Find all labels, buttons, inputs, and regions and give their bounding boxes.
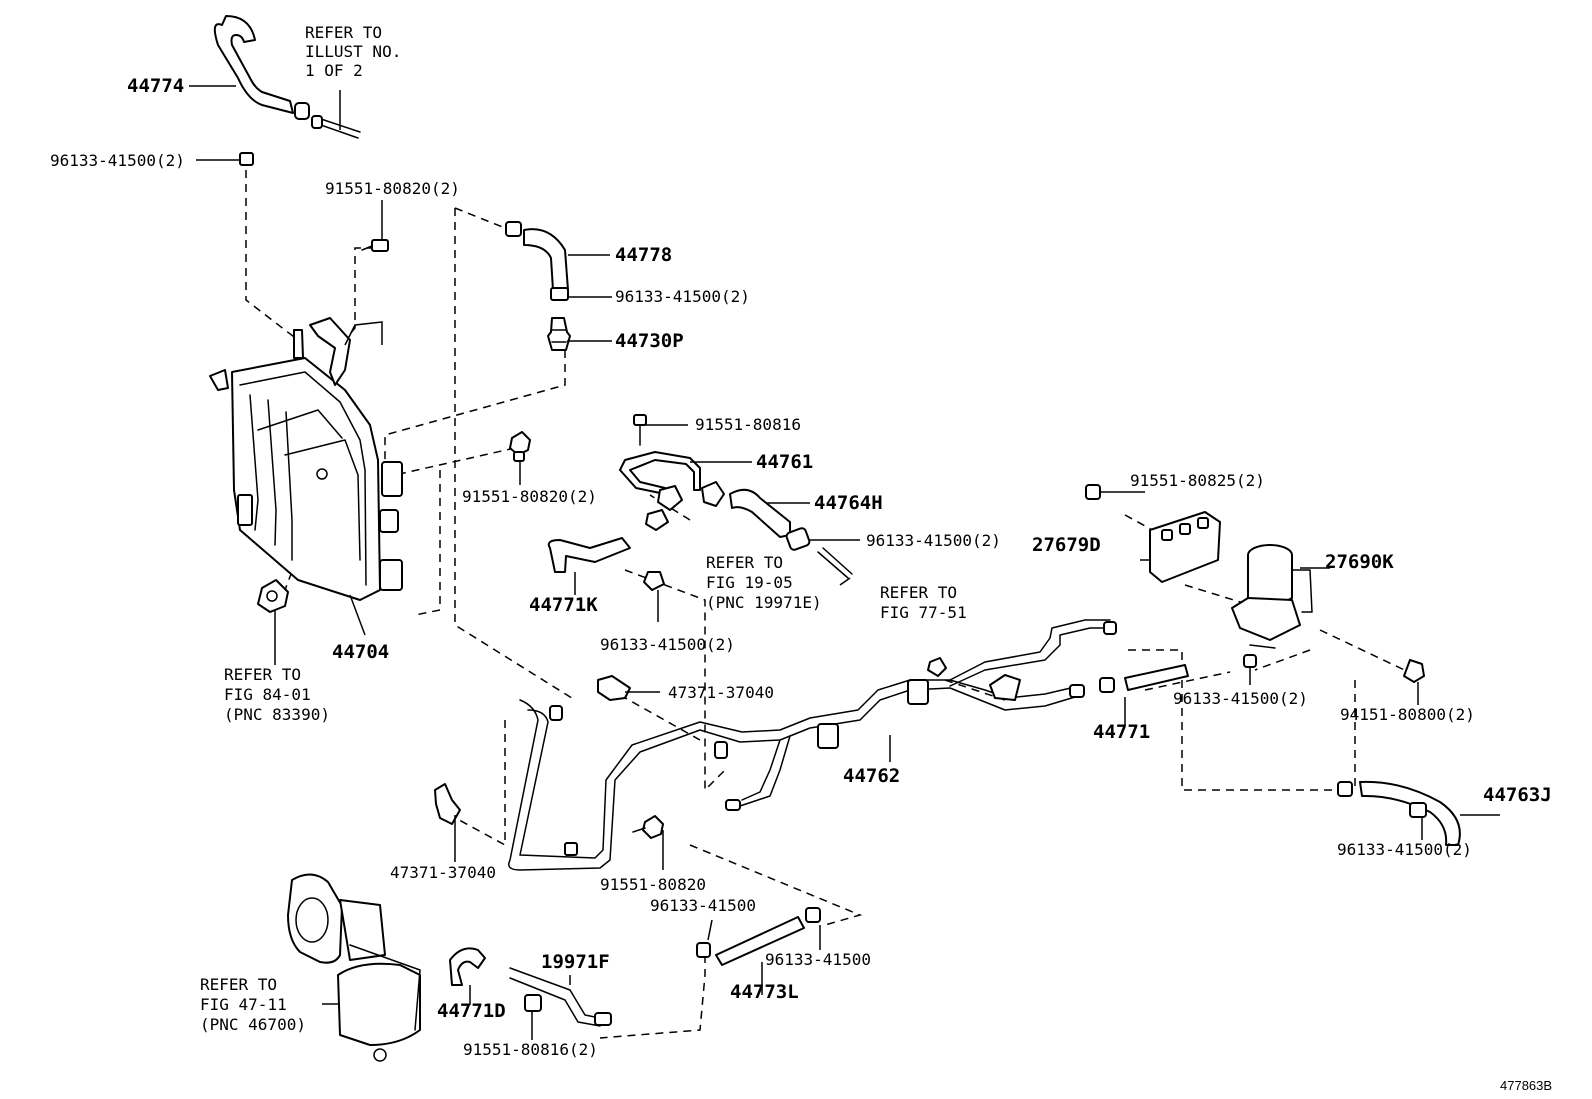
callout-96133-f[interactable]: 96133-41500(2) [1337, 840, 1472, 859]
pipe-19971F [509, 967, 612, 1027]
bolt-91551-80820-mid [509, 431, 531, 462]
refer-fig19-line3: (PNC 19971E) [706, 593, 822, 612]
refer-fig84-line1: REFER TO [224, 665, 301, 684]
hose-44773L [696, 907, 821, 966]
nut-94151 [1403, 659, 1425, 683]
callout-91551-80820-a[interactable]: 91551-80820(2) [325, 179, 460, 198]
pipe-44762 [508, 619, 1117, 871]
clip-47371-low [434, 783, 461, 825]
refer-fig77-line2: FIG 77-51 [880, 603, 967, 622]
callout-96133-e[interactable]: 96133-41500(2) [1173, 689, 1308, 708]
callout-47371-top[interactable]: 47371-37040 [668, 683, 774, 702]
refer-fig19-line1: REFER TO [706, 553, 783, 572]
callout-44764H[interactable]: 44764H [814, 492, 883, 514]
callout-44704[interactable]: 44704 [332, 641, 389, 663]
callout-91551-80820-c[interactable]: 91551-80820 [600, 875, 706, 894]
callout-96133-g[interactable]: 96133-41500 [650, 896, 756, 915]
callout-27679D[interactable]: 27679D [1032, 534, 1101, 556]
refer-fig47-line1: REFER TO [200, 975, 277, 994]
leader-lines [189, 85, 1500, 1040]
callout-27690K[interactable]: 27690K [1325, 551, 1394, 573]
bolt-91551-80820-top [361, 239, 389, 252]
throttle-refer-fig47 [287, 873, 421, 1062]
callout-91551-80816-2[interactable]: 91551-80816(2) [463, 1040, 598, 1059]
diagram-id: 477863B [1500, 1078, 1552, 1093]
callout-44771[interactable]: 44771 [1093, 721, 1150, 743]
refer-illust-line3: 1 OF 2 [305, 61, 363, 80]
callout-96133-b[interactable]: 96133-41500(2) [615, 287, 750, 306]
refer-fig47-line3: (PNC 46700) [200, 1015, 306, 1034]
callout-44763J[interactable]: 44763J [1483, 784, 1552, 806]
bracket-27679D [1085, 484, 1221, 583]
clip-47371-top [597, 675, 631, 701]
callout-44771K[interactable]: 44771K [529, 594, 598, 616]
hose-44771D [449, 947, 486, 986]
refer-fig77-line1: REFER TO [880, 583, 957, 602]
callout-44762[interactable]: 44762 [843, 765, 900, 787]
callout-96133-d[interactable]: 96133-41500(2) [600, 635, 735, 654]
refer-fig19-line2: FIG 19-05 [706, 573, 793, 592]
callout-44778[interactable]: 44778 [615, 244, 672, 266]
bolt-91551-80820-low [632, 815, 664, 839]
callout-94151[interactable]: 94151-80800(2) [1340, 705, 1475, 724]
callout-44771D[interactable]: 44771D [437, 1000, 506, 1022]
hose-44771K [547, 537, 665, 591]
marker-fig77 [927, 657, 947, 677]
callout-44730P[interactable]: 44730P [615, 330, 684, 352]
callout-96133-h[interactable]: 96133-41500 [765, 950, 871, 969]
callout-44774[interactable]: 44774 [127, 75, 184, 97]
callout-91551-80825[interactable]: 91551-80825(2) [1130, 471, 1265, 490]
callout-44773L[interactable]: 44773L [730, 981, 799, 1003]
refer-fig47-line2: FIG 47-11 [200, 995, 287, 1014]
pipe-44761 [619, 414, 725, 531]
callout-91551-80820-b[interactable]: 91551-80820(2) [462, 487, 597, 506]
refer-fig84-line3: (PNC 83390) [224, 705, 330, 724]
vsv-27690K [1231, 544, 1313, 649]
refer-fig84-line2: FIG 84-01 [224, 685, 311, 704]
valve-44730P [547, 317, 571, 351]
callout-96133-a[interactable]: 96133-41500(2) [50, 151, 185, 170]
hose-44764H [729, 488, 853, 579]
refer-illust-line1: REFER TO [305, 23, 382, 42]
hose-44778 [505, 221, 569, 301]
hose-44774 [213, 15, 361, 166]
callout-96133-c[interactable]: 96133-41500(2) [866, 531, 1001, 550]
callout-47371-low[interactable]: 47371-37040 [390, 863, 496, 882]
hose-44771 [1099, 654, 1257, 693]
refer-illust-line2: ILLUST NO. [305, 42, 401, 61]
callout-19971F[interactable]: 19971F [541, 951, 610, 973]
refer-notes: REFER TO ILLUST NO. 1 OF 2 REFER TO FIG … [200, 23, 967, 1034]
callout-91551-80816[interactable]: 91551-80816 [695, 415, 801, 434]
callout-44761[interactable]: 44761 [756, 451, 813, 473]
sensor-refer-fig84 [257, 579, 289, 613]
canister-44704 [209, 317, 403, 601]
hose-44763J [1337, 780, 1461, 846]
callout-labels: 44774 96133-41500(2) 91551-80820(2) 4477… [50, 75, 1552, 1059]
